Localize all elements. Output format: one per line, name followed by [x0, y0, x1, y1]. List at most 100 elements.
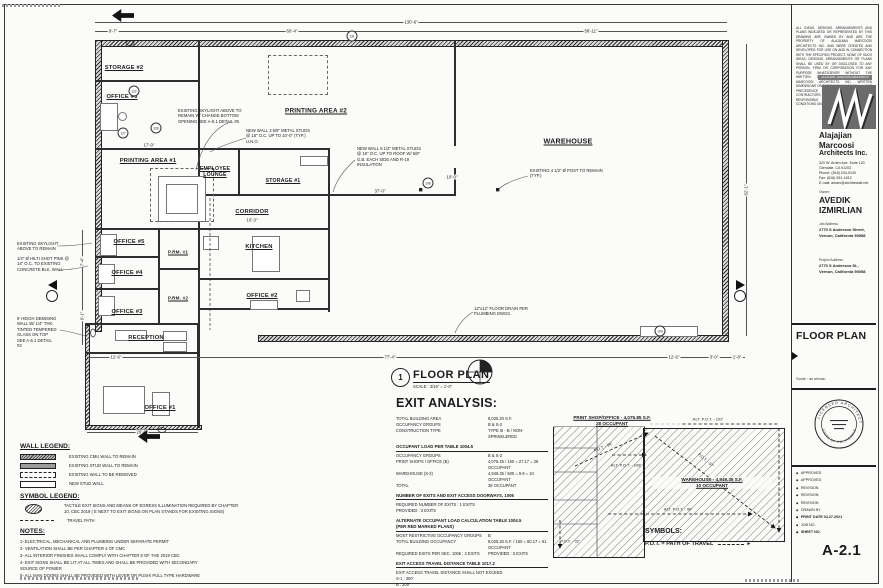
revision-row: ◆REVISION [796, 501, 872, 505]
exit-row: S-1 : 300' [396, 576, 548, 582]
plan-scale: SCALE : 3/16" = 1'-0" [413, 384, 453, 389]
note-item: 5- ALL MAN DOORS SHALL BE PROVIDED WITH … [20, 572, 201, 578]
exit-row-label: REQUIRED NUMBER OF EXITS : 1 EXITS [396, 501, 475, 507]
legend-item: TACTILE EXIT SIGNS AND MEANS OF EGRESS I… [20, 503, 360, 515]
wall-segment [95, 80, 199, 82]
project-address-2: Vernon, California 90058 [819, 269, 866, 274]
firm-logo [822, 85, 876, 129]
revision-row: ◆REVISION [796, 493, 872, 497]
room-label-office4: OFFICE #4 [111, 270, 143, 276]
job-address-label: Job Address: [819, 222, 839, 226]
exit-sign-icon [25, 504, 42, 515]
dimension-line [95, 31, 727, 32]
dimension-label: 10'-3" [245, 217, 259, 223]
dimension-label: 58'-11" [583, 28, 599, 34]
exit-row: B : 200' [396, 582, 548, 588]
dimension-label: 77'-4" [383, 354, 397, 360]
dimension-label: 3'-0" [708, 354, 720, 360]
room-label-printing2: PRINTING AREA #2 [284, 107, 348, 115]
annotation-floor-drain: 12"x12" FLOOR DRAIN PER PLUMBING DWGS. [474, 306, 528, 317]
dimension-label: 37'-0" [373, 188, 387, 194]
diamond-icon: ◆ [796, 507, 799, 512]
print-date: PRINT DATE 04.27.2021 [800, 515, 843, 520]
revision-label: REVISION [800, 493, 819, 498]
print-date-row: ◆PRINT DATE 04.27.2021 [796, 515, 872, 519]
room-label-prm1: P.RM. #1 [167, 249, 189, 255]
title-pointer-icon [792, 352, 798, 360]
revision-label: APPROVED [800, 471, 822, 475]
plot-stamp-fineprint [2, 4, 60, 7]
new-wall-swatch [20, 481, 56, 488]
dashed-path-icon [718, 543, 745, 545]
annotation-post: EXISTING 4 1/2" Ø POST TO REMAIN (TYP.) [530, 168, 603, 179]
exit-row-label: MOST RESTRICTIVE OCCUPANCY GROUPS [396, 533, 482, 539]
project-address-label: Project Address: [819, 258, 844, 262]
pot-label: ALT. P.O.T. - 108' [610, 462, 642, 468]
furniture-sofa [163, 342, 187, 352]
wall-segment [95, 228, 330, 230]
furniture-desk [98, 296, 115, 316]
keynote-number: 127 [120, 131, 126, 135]
arrowhead-icon: ► [746, 541, 752, 547]
legend-label: NEW STUD WALL [69, 481, 104, 487]
symbol-legend-title: SYMBOL LEGEND: [20, 492, 80, 500]
dimension-label: 20'-6" [135, 429, 149, 435]
sheet-no-label: SHEET NO. [800, 530, 821, 535]
exit-row-value: 38 OCCUPANT [488, 482, 517, 488]
exit-row: REQUIRED NUMBER OF EXITS : 1 EXITS [396, 502, 548, 508]
firm-name-2: Marcoosi [819, 141, 855, 150]
note-item: 1- ELECTRICAL, MECHANICAL AND PLUMBING U… [20, 539, 170, 545]
exit-row-value: B & S-2 [488, 453, 503, 459]
architect-stamp: LICENSED ARCHITECT STATE OF CALIFORNIA [814, 399, 864, 449]
annotation-new-wall: NEW WALL 5 1/2" METAL STUDS @ 16" O.C. U… [357, 146, 461, 168]
room-label-prm2: P.RM. #2 [167, 295, 189, 301]
firm-strip: ALAJAJIAN • MARCOOSI ARCHITECTS [818, 75, 872, 80]
dimension-label: 130'-6" [403, 19, 419, 25]
keynote-marker: 131 [346, 30, 358, 42]
room-label-reception: RECEPTION [128, 335, 164, 341]
exit-row-value: TYPE III - B / NON-SPRINKLERED [488, 427, 524, 439]
room-label-office1: OFFICE #1 [144, 405, 176, 411]
wall-segment [198, 194, 456, 196]
room-label-office6: OFFICE #6 [106, 94, 138, 100]
dimension-label: 1'-8" [731, 354, 743, 360]
furniture-chair [118, 112, 127, 121]
exit-section-header: OCCUPANT LOAD PER TABLE 1004.5 [396, 444, 548, 452]
note-item: 2- VENTILATION SHALL BE PER CHAPTER 4 OF… [20, 546, 126, 552]
exit-section-header: ALTERNATE OCCUPANT LOAD CALCULATION TABL… [396, 518, 548, 532]
callout-number: 1 [398, 373, 403, 382]
legend-item: TRAVEL PATH [20, 518, 360, 524]
diamond-icon: ◆ [796, 515, 799, 520]
exit-row: EXIT ACCESS TRAVEL DISTANCE SHALL NOT EX… [396, 570, 548, 576]
pot-definition: P.O.T. = PATH OF TRAVEL [645, 541, 714, 547]
sheet-scale: Scale : as shown [796, 376, 826, 381]
furniture-sofa [163, 331, 187, 341]
diamond-icon: ◆ [796, 471, 799, 475]
room-label-storage2: STORAGE #2 [104, 65, 144, 71]
exit-row-value: PROVIDED : 3 EXITS [488, 550, 529, 556]
wall-segment [722, 40, 729, 342]
dimension-label: 60'-4" [285, 28, 299, 34]
furniture-conference-table [103, 386, 145, 414]
job-address-1: 2770 S Anderson Street, [819, 227, 865, 232]
wall-segment [95, 40, 729, 47]
room-label-lounge: EMPLOYEE LOUNGE [199, 166, 231, 178]
exit-row-label: REQUIRED EXITS PER SEC. 1006 : 2 EXITS [396, 550, 480, 556]
callout-bubble: 1 [391, 368, 410, 387]
cmu-wall-swatch [20, 453, 56, 461]
wall-legend-title: WALL LEGEND: [20, 443, 71, 450]
diamond-icon: ◆ [796, 530, 799, 535]
exit-row-label: S-1 : 300' [396, 575, 414, 581]
legend-label: TACTILE EXIT SIGNS AND MEANS OF EGRESS I… [64, 503, 239, 515]
legend-label: EXISTING STUD WALL TO REMAIN [69, 463, 138, 469]
revision-row: ◆APPROVED [796, 471, 872, 475]
skylight-outline [150, 168, 214, 222]
removed-wall-swatch [20, 471, 56, 479]
exit-row: PROVIDED : 3 EXITS [396, 508, 548, 514]
wall-segment [85, 352, 199, 354]
